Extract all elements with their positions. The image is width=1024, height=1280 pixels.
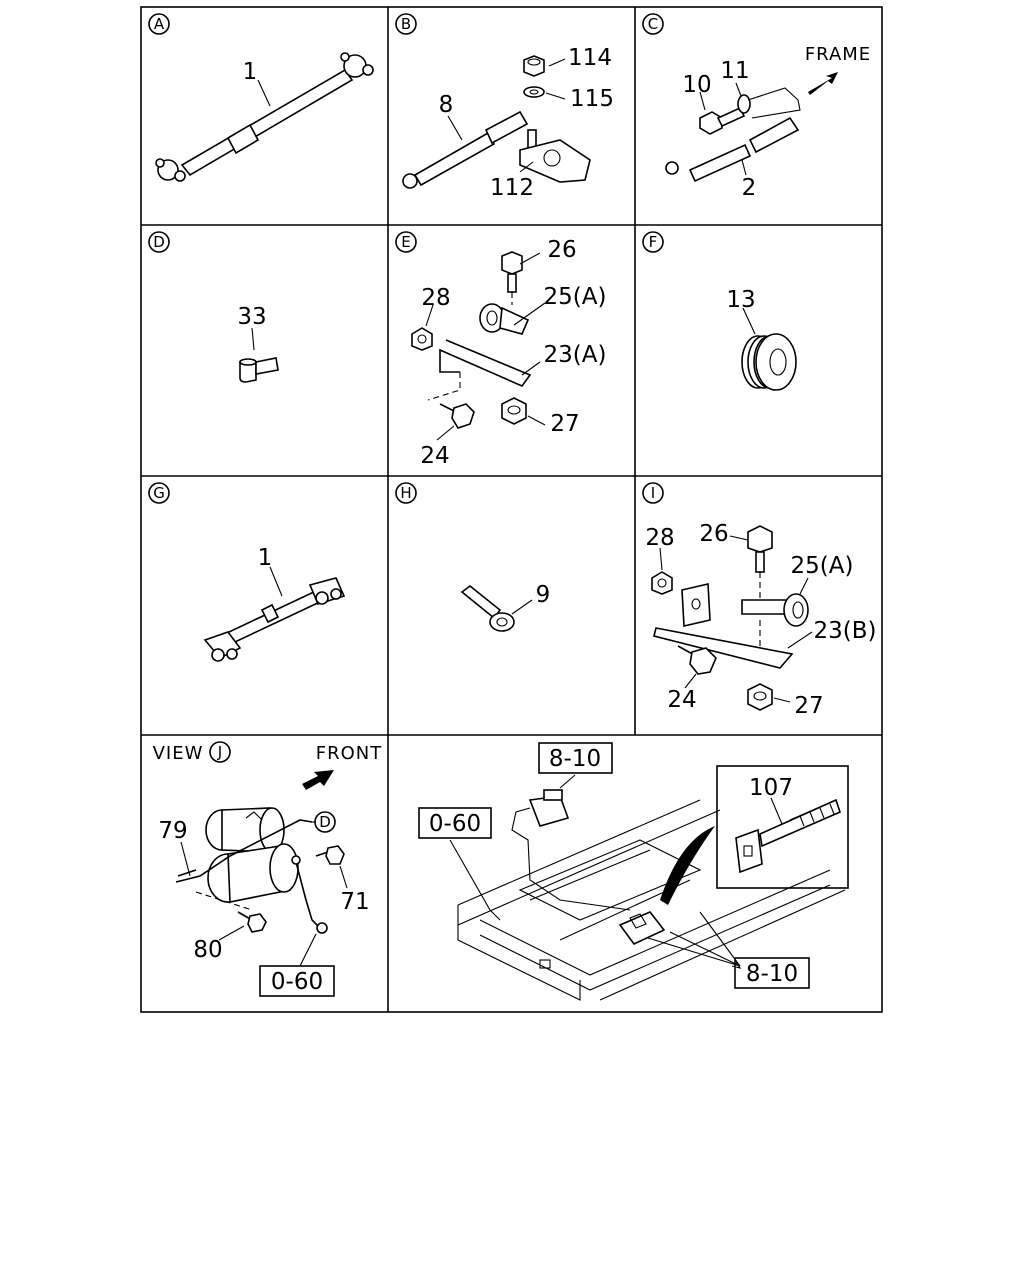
callout-label: 23(A) [544, 342, 607, 368]
callout-label: 24 [420, 443, 449, 469]
callout-label: 114 [568, 45, 612, 71]
ground-cable-icon [295, 861, 321, 929]
callout-label: 26 [699, 521, 728, 547]
terminal-112 [519, 129, 591, 183]
callout-label: I [651, 484, 655, 502]
panel-d: D 33 [148, 231, 279, 383]
washer-115-icon [523, 86, 545, 98]
starter-motor-icon [205, 807, 299, 903]
callout-label: G [153, 484, 165, 502]
callout-label: H [400, 484, 411, 502]
chassis-frame-icon [457, 799, 846, 1001]
view-word: VIEW [153, 743, 204, 764]
harness-clip-icon [618, 911, 666, 946]
callout-label: 107 [749, 775, 793, 801]
clip-25a-icon [479, 303, 530, 335]
callout-label: 11 [720, 58, 749, 84]
callout-label: 33 [237, 304, 266, 330]
cable-79 [175, 819, 313, 883]
harness-wire-icon [511, 807, 631, 911]
panel-g: G 1 [148, 482, 346, 662]
callout-label: 9 [536, 582, 551, 608]
callout-label: 27 [794, 693, 823, 719]
callout-label: 24 [667, 687, 696, 713]
bolt-80-icon [237, 911, 267, 933]
ref-box-0-60: 0-60 [271, 969, 323, 995]
callout-label: 79 [158, 818, 187, 844]
callout-label: C [648, 15, 658, 33]
battery-cable-1b [203, 577, 346, 662]
callout-label: 23(B) [814, 618, 877, 644]
callout-label: 8 [439, 92, 454, 118]
cable-tie-107-icon [735, 798, 841, 874]
ref-box-8-10-bottom: 8-10 [746, 961, 798, 987]
callout-label: D [153, 233, 165, 251]
nut-27-icon [501, 397, 527, 425]
connector-icon [528, 789, 570, 827]
front-arrow-icon [302, 770, 334, 790]
inset-box [716, 765, 849, 889]
panel-f: F 13 [642, 231, 797, 391]
bolt-26b-icon [747, 525, 773, 573]
callout-label: 28 [421, 285, 450, 311]
panel-e: E 26 28 25(A) [395, 231, 607, 469]
nut-27b-icon [747, 683, 773, 711]
bolt-10-icon [699, 106, 746, 135]
battery-cable-1 [155, 52, 374, 182]
ref-box-8-10-top: 8-10 [549, 746, 601, 772]
front-label: FRONT [316, 743, 383, 764]
ref-box-0-60: 0-60 [429, 811, 481, 837]
callout-label: B [401, 15, 411, 33]
callout-label: J [217, 743, 222, 761]
callout-label: E [401, 233, 410, 251]
grid-lines [140, 6, 883, 1013]
cable-8 [402, 110, 529, 189]
callout-label: 10 [682, 72, 711, 98]
frame-arrow-icon [808, 72, 838, 95]
bolt-71-icon [315, 845, 345, 865]
cable-2 [665, 116, 800, 183]
panel-letter: A [154, 15, 165, 33]
callout-label: 71 [340, 889, 369, 915]
panel-a: A 1 [148, 13, 374, 182]
callout-label: 26 [547, 237, 576, 263]
callout-label: F [649, 233, 658, 251]
panel-c: C FRAME 10 11 2 [642, 13, 871, 201]
frame-label: FRAME [805, 44, 871, 65]
bracket-23b-icon [653, 583, 794, 669]
panel-j: VIEW J FRONT D [153, 741, 383, 997]
bolt-26-icon [501, 251, 523, 293]
bolt-24b-icon [677, 645, 717, 675]
callout-label: 1 [258, 545, 273, 571]
callout-label: 28 [645, 525, 674, 551]
callout-label: 112 [490, 175, 534, 201]
bolt-24-icon [439, 403, 475, 429]
nut-28b-icon [651, 571, 673, 595]
callout-label: D [319, 813, 331, 831]
nut-28-icon [411, 327, 433, 351]
callout-label: 25(A) [791, 553, 854, 579]
callout-label: 25(A) [544, 284, 607, 310]
callout-label: 2 [742, 175, 757, 201]
panel-h: H 9 [395, 482, 551, 632]
terminal-9-icon [460, 584, 515, 632]
callout-label: 27 [550, 411, 579, 437]
panel-b: B 114 115 8 112 [395, 13, 614, 201]
panel-i: I [642, 482, 877, 719]
cap-33-icon [239, 357, 279, 383]
grommet-13-icon [741, 333, 797, 391]
bracket-23a-icon [439, 339, 532, 387]
callout-1: 1 [243, 59, 258, 85]
washer-11-icon [737, 94, 751, 114]
detail-pointer-icon [660, 826, 715, 905]
clip-25a-b-icon [741, 593, 809, 627]
callout-label: 80 [193, 937, 222, 963]
nut-114-icon [523, 55, 545, 77]
panel-chassis: 8-10 0-60 8-10 [418, 742, 849, 1001]
callout-label: 13 [726, 287, 755, 313]
callout-label: 115 [570, 86, 614, 112]
